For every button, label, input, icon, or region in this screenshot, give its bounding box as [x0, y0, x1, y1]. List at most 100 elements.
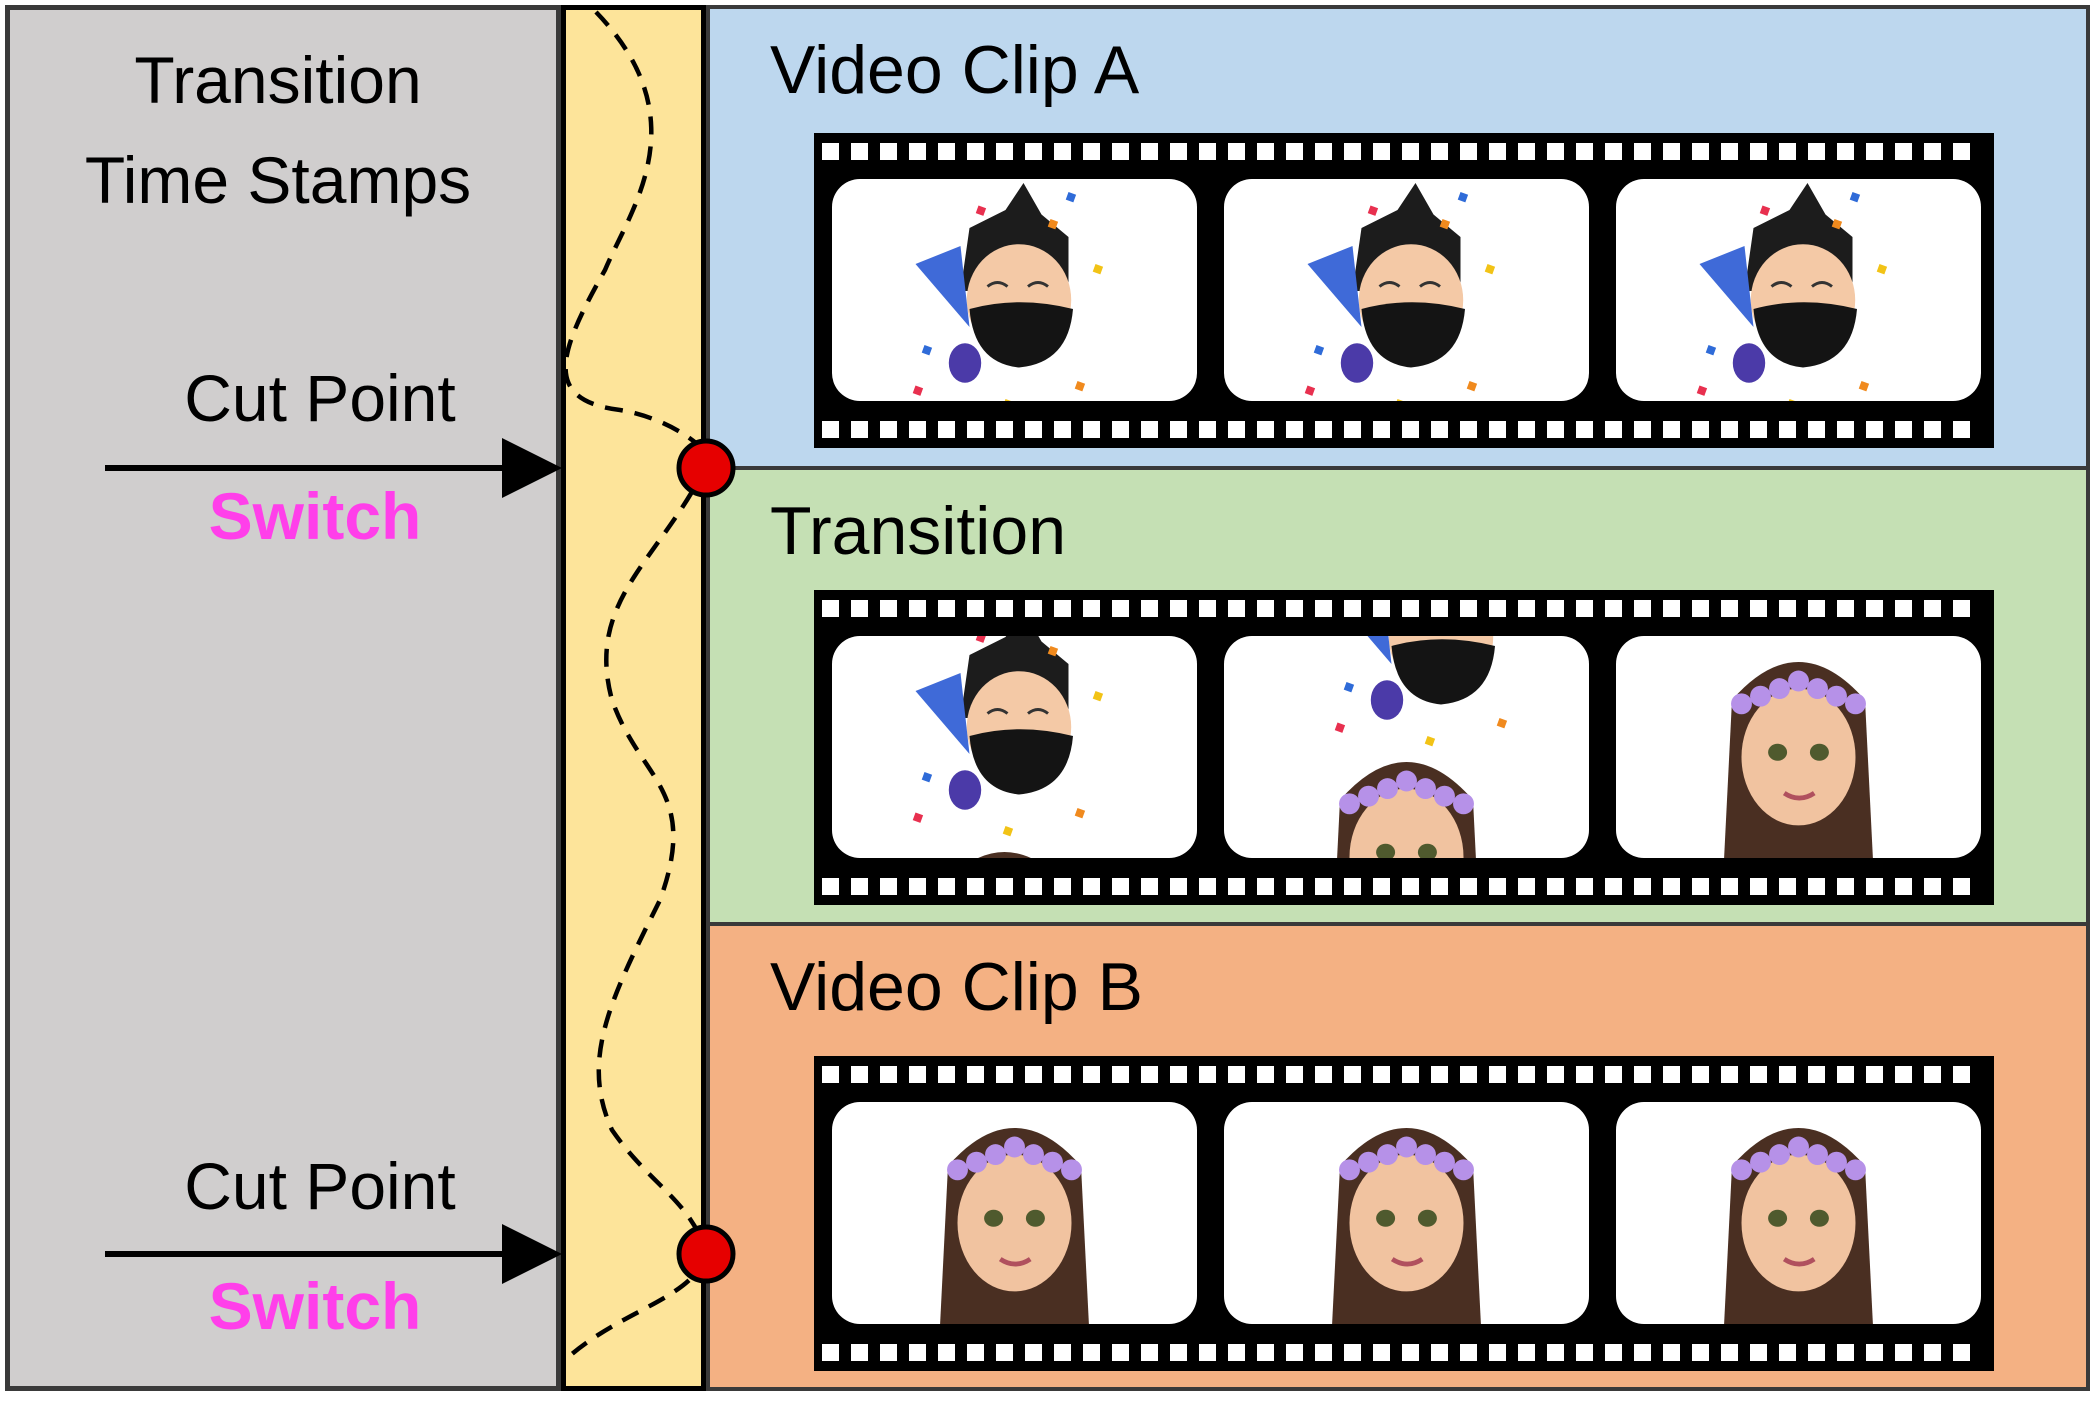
sprocket-hole	[1605, 600, 1622, 617]
sprocket-hole	[909, 600, 926, 617]
sprocket-hole	[1518, 1066, 1535, 1083]
sprocket-hole	[1315, 600, 1332, 617]
panel-title-line1: Transition	[134, 43, 422, 117]
lane-title-clip-a: Video Clip A	[770, 32, 1140, 108]
sprocket-hole	[1257, 143, 1274, 160]
sprocket-hole	[1605, 1344, 1622, 1361]
sprocket-hole	[1808, 1344, 1825, 1361]
curve-segment-1	[563, 10, 711, 465]
sprocket-hole	[1924, 1066, 1941, 1083]
sprocket-hole	[1431, 1344, 1448, 1361]
sprocket-hole	[1692, 143, 1709, 160]
sprocket-hole	[1141, 421, 1158, 438]
film-strip	[814, 1056, 1994, 1371]
filmstrip-clip-b	[814, 1056, 1994, 1376]
sprocket-hole	[1112, 143, 1129, 160]
sprocket-hole	[1431, 1066, 1448, 1083]
sprocket-hole	[1895, 878, 1912, 895]
sprocket-hole	[1344, 421, 1361, 438]
sprocket-hole	[1547, 878, 1564, 895]
sprocket-hole	[1402, 1066, 1419, 1083]
sprocket-hole	[1141, 600, 1158, 617]
sprocket-hole	[1460, 421, 1477, 438]
sprocket-hole	[1808, 600, 1825, 617]
sprocket-hole	[1663, 1344, 1680, 1361]
sprocket-hole	[1199, 421, 1216, 438]
sprocket-hole	[909, 421, 926, 438]
sprocket-hole	[1344, 1066, 1361, 1083]
sprocket-hole	[880, 143, 897, 160]
sprocket-hole	[1402, 600, 1419, 617]
sprocket-hole	[1866, 1066, 1883, 1083]
sprocket-hole	[1837, 421, 1854, 438]
sprocket-hole	[1315, 1066, 1332, 1083]
sprocket-hole	[1025, 1066, 1042, 1083]
sprocket-hole	[1257, 1066, 1274, 1083]
sprocket-hole	[1344, 1344, 1361, 1361]
sprocket-hole	[1866, 600, 1883, 617]
sprocket-hole	[1837, 600, 1854, 617]
sprocket-hole	[1518, 1344, 1535, 1361]
lane-title-transition: Transition	[770, 493, 1067, 569]
sprocket-hole	[1373, 1344, 1390, 1361]
sprocket-hole	[1112, 1066, 1129, 1083]
sprocket-hole	[1721, 421, 1738, 438]
sprocket-hole	[1228, 143, 1245, 160]
sprocket-hole	[1228, 1066, 1245, 1083]
sprocket-hole	[1750, 1344, 1767, 1361]
sprocket-hole	[1576, 143, 1593, 160]
film-frame	[1224, 1102, 1589, 1324]
sprocket-hole	[1605, 421, 1622, 438]
sprocket-hole	[1083, 1344, 1100, 1361]
girl-avatar-icon	[1330, 762, 1483, 858]
sprocket-hole	[1866, 143, 1883, 160]
sprocket-hole	[1489, 421, 1506, 438]
sprocket-hole	[967, 878, 984, 895]
sprocket-hole	[1025, 143, 1042, 160]
sprocket-hole	[822, 600, 839, 617]
film-frame	[1616, 179, 1981, 401]
boy-avatar-icon	[1696, 183, 1888, 401]
sprocket-hole	[1895, 143, 1912, 160]
sprocket-hole	[1634, 600, 1651, 617]
sprocket-hole	[1605, 878, 1622, 895]
sprocket-hole	[1634, 143, 1651, 160]
sprocket-hole	[851, 600, 868, 617]
sprocket-hole	[1924, 878, 1941, 895]
sprocket-hole	[1373, 600, 1390, 617]
sprocket-hole	[880, 421, 897, 438]
sprocket-hole	[1431, 878, 1448, 895]
sprocket-hole	[1141, 1066, 1158, 1083]
sprocket-hole	[1344, 878, 1361, 895]
sprocket-hole	[938, 1344, 955, 1361]
sprocket-hole	[1489, 1344, 1506, 1361]
sprocket-hole	[1054, 600, 1071, 617]
sprocket-hole	[1431, 600, 1448, 617]
sprocket-hole	[851, 878, 868, 895]
sprocket-hole	[880, 878, 897, 895]
sprocket-hole	[1286, 878, 1303, 895]
sprocket-hole	[822, 1344, 839, 1361]
sprocket-hole	[1634, 1066, 1651, 1083]
sprocket-hole	[1170, 878, 1187, 895]
sprocket-hole	[1228, 600, 1245, 617]
sprocket-hole	[1286, 1344, 1303, 1361]
sprocket-hole	[1953, 1344, 1970, 1361]
boy-avatar-icon	[1304, 183, 1496, 401]
sprocket-hole	[1953, 1066, 1970, 1083]
film-frame	[832, 636, 1197, 858]
sprocket-hole	[1054, 878, 1071, 895]
sprocket-hole	[1141, 1344, 1158, 1361]
sprocket-hole	[1895, 421, 1912, 438]
sprocket-hole	[1518, 143, 1535, 160]
sprocket-hole	[1083, 143, 1100, 160]
sprocket-hole	[1808, 143, 1825, 160]
sprocket-hole	[1112, 878, 1129, 895]
sprocket-hole	[1924, 143, 1941, 160]
sprocket-hole	[1547, 600, 1564, 617]
sprocket-hole	[1808, 421, 1825, 438]
sprocket-hole	[1431, 421, 1448, 438]
sprocket-hole	[1779, 878, 1796, 895]
sprocket-hole	[1692, 600, 1709, 617]
